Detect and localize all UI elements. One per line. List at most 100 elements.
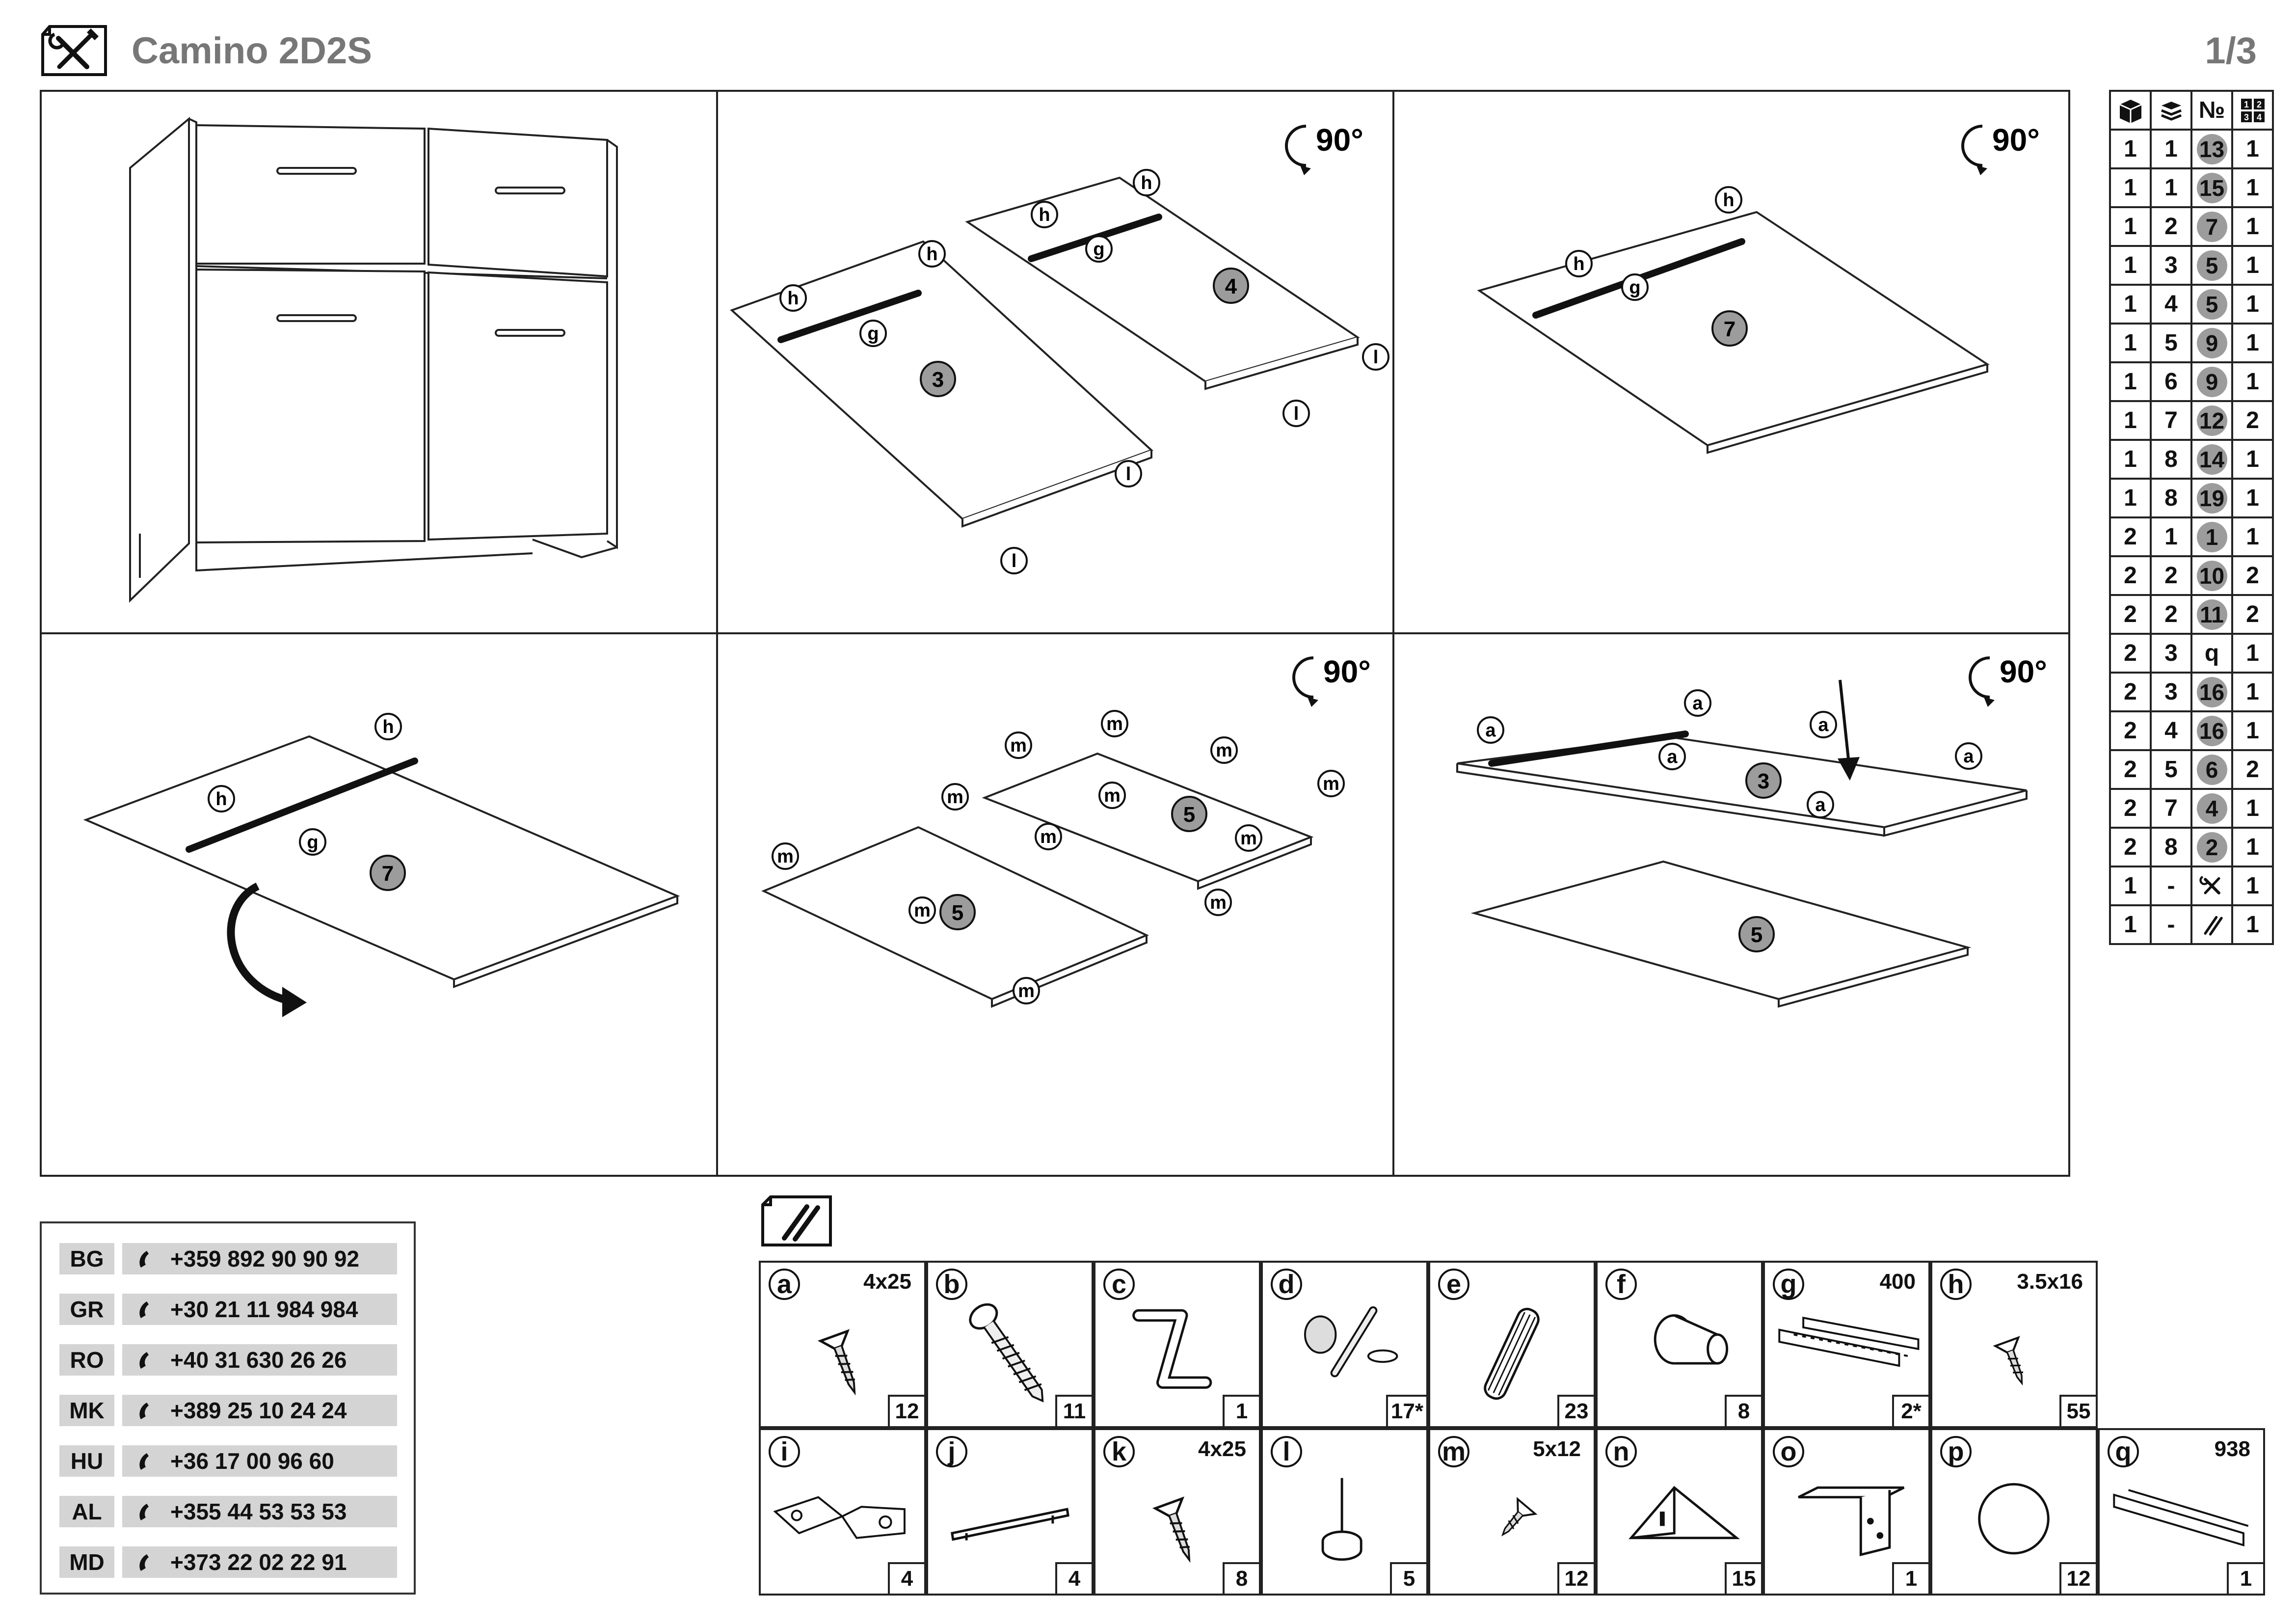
part-number: 7 [2190, 206, 2233, 247]
step-1-cabinet [42, 92, 717, 633]
hardware-ref: h [382, 717, 394, 737]
part-quantity: 1 [2231, 439, 2274, 480]
phone-entry[interactable]: +373 22 02 22 91 [122, 1546, 397, 1578]
part-quantity: 2 [2231, 400, 2274, 441]
step-6-attach-panels: 3 5 a a a a a a 90° [1393, 633, 2068, 1175]
part-quantity: 1 [2231, 284, 2274, 325]
hardware-letter: p [1940, 1436, 1972, 1467]
hardware-quantity: 15 [1725, 1562, 1763, 1596]
hardware-ref: h [1573, 254, 1584, 274]
panel-label: 5 [952, 901, 963, 925]
hardware-quantity: 12 [888, 1395, 926, 1428]
phone-entry[interactable]: +389 25 10 24 24 [122, 1395, 397, 1426]
hardware-icon [2204, 916, 2223, 936]
part-quantity: 1 [2231, 672, 2274, 712]
phone-number: +373 22 02 22 91 [170, 1549, 347, 1575]
hardware-quantity: 1 [1223, 1395, 1261, 1428]
phone-icon [139, 1403, 149, 1419]
part-number: 6 [2190, 749, 2233, 790]
hardware-letter: i [769, 1436, 800, 1467]
hardware-ref: h [1723, 190, 1734, 211]
package-count: 2 [2109, 594, 2152, 635]
part-quantity: 1 [2231, 710, 2274, 751]
svg-text:3: 3 [2243, 112, 2248, 122]
phone-entry[interactable]: +359 892 90 90 92 [122, 1243, 397, 1274]
part-number-badge: 2 [2196, 832, 2227, 863]
hardware-letter: o [1773, 1436, 1804, 1467]
hardware-ref: h [926, 244, 937, 265]
small-screw-icon [1993, 1336, 2024, 1386]
hardware-ref: m [914, 900, 931, 921]
phone-entry[interactable]: +30 21 11 984 984 [122, 1294, 397, 1325]
part-quantity: 1 [2231, 167, 2274, 208]
rotate-arrow-icon [1292, 656, 1314, 699]
country-code: MD [59, 1546, 114, 1578]
hardware-ref: m [1010, 735, 1027, 756]
hardware-ref: h [1141, 173, 1152, 193]
phone-entry[interactable]: +36 17 00 96 60 [122, 1445, 397, 1477]
parts-row: 1-1 [2109, 866, 2274, 906]
hardware-letter: n [1605, 1436, 1637, 1467]
package-count: 1 [2109, 129, 2152, 169]
panel-label: 7 [382, 862, 394, 886]
part-number: 4 [2190, 788, 2233, 829]
package-icon [2109, 90, 2152, 131]
country-code: GR [59, 1294, 114, 1325]
hardware-ref: a [1667, 747, 1678, 767]
phone-entry[interactable]: +355 44 53 53 53 [122, 1496, 397, 1527]
step-4-flip-panel: 7 h h g [42, 633, 717, 1175]
part-number: 9 [2190, 323, 2233, 363]
part-number-badge: 16 [2196, 677, 2227, 707]
page-title: Camino 2D2S [132, 30, 372, 72]
package-count: 2 [2109, 555, 2152, 596]
part-quantity: 2 [2231, 594, 2274, 635]
hardware-quantity: 8 [1223, 1562, 1261, 1596]
step-grid-lines [42, 92, 2068, 1175]
stack-count: 4 [2150, 284, 2192, 325]
hardware-ref: a [1963, 746, 1974, 767]
stack-count: 2 [2150, 206, 2192, 247]
hardware-letter: q [2108, 1436, 2139, 1467]
short-screw-icon [1501, 1497, 1538, 1537]
phone-entry[interactable]: +40 31 630 26 26 [122, 1344, 397, 1376]
part-quantity: 1 [2231, 904, 2274, 945]
part-quantity: 1 [2231, 827, 2274, 867]
part-number-badge: 9 [2196, 327, 2227, 358]
part-number: 2 [2190, 827, 2233, 867]
package-count: 1 [2109, 284, 2152, 325]
hardware-quantity: 55 [2059, 1395, 2098, 1428]
part-quantity: 2 [2231, 555, 2274, 596]
country-code: RO [59, 1344, 114, 1376]
part-number: 12 [2190, 400, 2233, 441]
package-count: 1 [2109, 361, 2152, 402]
number-sign: № [2190, 90, 2233, 131]
package-count: 2 [2109, 710, 2152, 751]
hardware-size: 4x25 [863, 1270, 911, 1294]
package-count: 1 [2109, 323, 2152, 363]
part-number-badge: 19 [2196, 483, 2227, 514]
part-number: 13 [2190, 129, 2233, 169]
rotate-label: 90° [1316, 122, 1363, 158]
hardware-size: 3.5x16 [2017, 1270, 2083, 1294]
part-number-badge: 10 [2196, 560, 2227, 591]
package-count: 1 [2109, 439, 2152, 480]
part-number-badge: 14 [2196, 444, 2227, 475]
part-number-badge: 1 [2196, 521, 2227, 552]
hardware-ref: a [1485, 720, 1496, 741]
hardware-letter: g [1773, 1269, 1804, 1300]
part-number-badge: 6 [2196, 754, 2227, 785]
